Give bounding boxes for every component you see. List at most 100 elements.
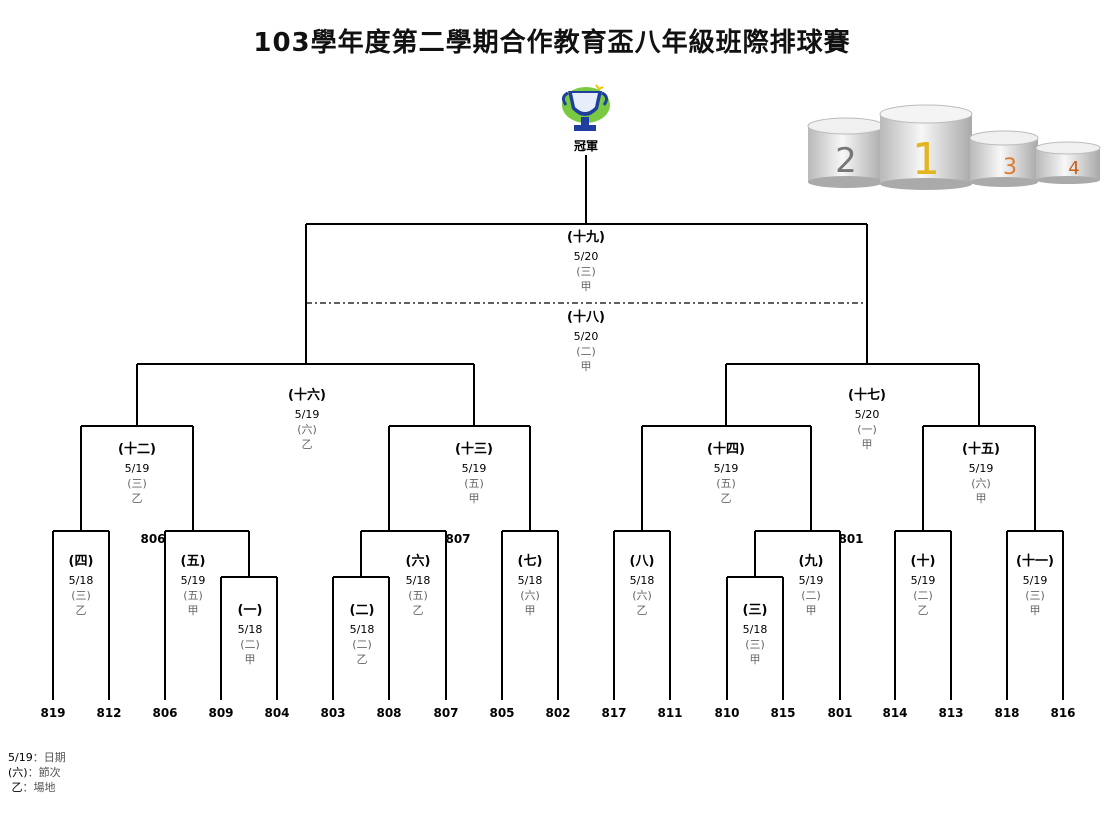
team-803: 803 <box>320 706 345 720</box>
match-date: 5/18 <box>406 574 431 587</box>
team-813: 813 <box>938 706 963 720</box>
match-period: (六) <box>971 477 991 490</box>
match-period: (二) <box>352 638 372 651</box>
match-period: (一) <box>857 423 877 436</box>
match-period: (三) <box>127 477 147 490</box>
match-label: (十六) <box>288 387 326 403</box>
match-label: (一) <box>238 603 263 618</box>
match-label: (九) <box>799 554 824 569</box>
match-label: (六) <box>406 553 431 569</box>
match-date: 5/19 <box>462 462 487 475</box>
legend-row-date: 5/19：日期 <box>8 751 66 764</box>
match-court: 乙 <box>413 604 424 617</box>
match-label: (十七) <box>848 387 886 403</box>
match-court: 乙 <box>302 438 313 451</box>
match-date: 5/20 <box>574 330 599 343</box>
match-court: 乙 <box>721 492 732 505</box>
match-court: 甲 <box>525 604 536 617</box>
match-date: 5/19 <box>714 462 739 475</box>
match-court: 甲 <box>581 360 592 373</box>
match-period: (二) <box>913 589 933 602</box>
champion-label: 冠軍 <box>573 139 598 153</box>
match-date: 5/19 <box>969 462 994 475</box>
team-812: 812 <box>96 706 121 720</box>
team-809: 809 <box>208 706 233 720</box>
match-date: 5/18 <box>630 574 655 587</box>
match-label: (十八) <box>567 309 605 325</box>
match-court: 甲 <box>862 438 873 451</box>
match-label: (八) <box>630 554 655 569</box>
match-period: (二) <box>801 589 821 602</box>
legend-row-period: (六)：節次 <box>8 766 61 779</box>
match-court: 乙 <box>76 604 87 617</box>
match-period: (三) <box>745 638 765 651</box>
match-label: (七) <box>518 554 543 569</box>
match-date: 5/18 <box>518 574 543 587</box>
seed-label-801: 801 <box>838 532 863 546</box>
match-period: (五) <box>408 589 428 602</box>
match-date: 5/19 <box>125 462 150 475</box>
match-label: (三) <box>743 603 768 618</box>
match-court: 甲 <box>976 492 987 505</box>
match-court: 甲 <box>1030 604 1041 617</box>
match-period: (五) <box>464 477 484 490</box>
match-date: 5/19 <box>181 574 206 587</box>
team-815: 815 <box>770 706 795 720</box>
team-806: 806 <box>152 706 177 720</box>
match-court: 甲 <box>469 492 480 505</box>
podium-2: 2 <box>835 141 857 181</box>
match-court: 乙 <box>132 492 143 505</box>
match-period: (二) <box>240 638 260 651</box>
match-date: 5/18 <box>350 623 375 636</box>
match-date: 5/19 <box>1023 574 1048 587</box>
team-810: 810 <box>714 706 739 720</box>
match-date: 5/18 <box>238 623 263 636</box>
match-label: (十三) <box>455 441 493 457</box>
match-date: 5/19 <box>799 574 824 587</box>
team-819: 819 <box>40 706 65 720</box>
team-814: 814 <box>882 706 907 720</box>
match-court: 甲 <box>750 653 761 666</box>
legend: 5/19：日期 (六)：節次 乙：場地 <box>8 750 66 795</box>
seed-label-806: 806 <box>140 532 165 546</box>
team-818: 818 <box>994 706 1019 720</box>
match-label: (五) <box>181 554 206 569</box>
podium-4: 4 <box>1068 158 1079 179</box>
match-label: (十五) <box>962 441 1000 457</box>
match-court: 甲 <box>245 653 256 666</box>
match-period: (六) <box>520 589 540 602</box>
match-date: 5/19 <box>911 574 936 587</box>
match-court: 甲 <box>581 280 592 293</box>
match-court: 乙 <box>637 604 648 617</box>
match-court: 甲 <box>188 604 199 617</box>
podium-3: 3 <box>1003 155 1017 180</box>
match-label: (十九) <box>567 229 605 245</box>
match-court: 甲 <box>806 604 817 617</box>
match-label: (二) <box>350 603 375 618</box>
team-802: 802 <box>545 706 570 720</box>
team-801: 801 <box>827 706 852 720</box>
match-period: (六) <box>297 423 317 436</box>
match-label: (十四) <box>707 441 745 457</box>
team-816: 816 <box>1050 706 1075 720</box>
match-period: (五) <box>183 589 203 602</box>
match-label: (十一) <box>1016 553 1054 569</box>
match-period: (六) <box>632 589 652 602</box>
trophy-icon <box>561 84 610 131</box>
page-title: 103學年度第二學期合作教育盃八年級班際排球賽 <box>253 28 851 58</box>
match-label: (十) <box>911 553 936 569</box>
match-period: (二) <box>576 345 596 358</box>
team-817: 817 <box>601 706 626 720</box>
seed-label-807: 807 <box>445 532 470 546</box>
match-date: 5/20 <box>574 250 599 263</box>
match-period: (三) <box>576 265 596 278</box>
match-court: 乙 <box>357 653 368 666</box>
podium-1: 1 <box>912 134 940 185</box>
team-808: 808 <box>376 706 401 720</box>
match-period: (五) <box>716 477 736 490</box>
match-court: 乙 <box>918 604 929 617</box>
match-date: 5/18 <box>743 623 768 636</box>
match-date: 5/19 <box>295 408 320 421</box>
match-period: (三) <box>1025 589 1045 602</box>
